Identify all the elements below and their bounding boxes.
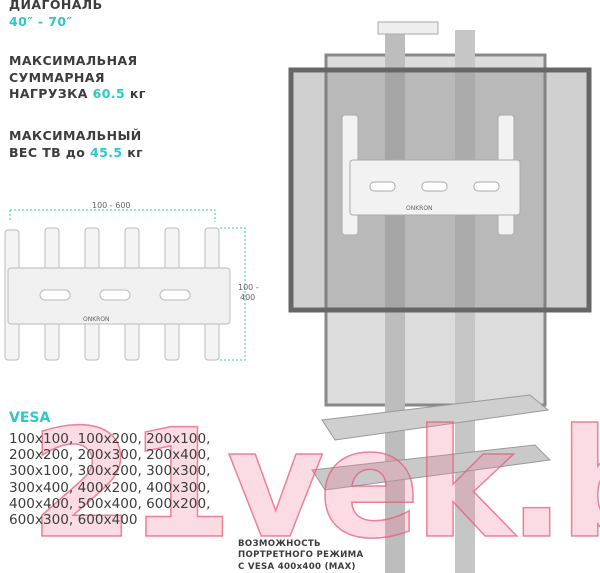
vesa-line: 100x100, 100x200, 200x100,	[9, 431, 211, 447]
tv-weight-unit: кг	[127, 145, 144, 160]
vesa-line: 600x300, 600x400	[9, 512, 138, 529]
vesa-line: 200x200, 200x300, 200x400,	[9, 447, 211, 464]
total-load-unit: кг	[129, 86, 146, 101]
landscape-tv	[288, 67, 592, 313]
diagonal-value: 40″ - 70″	[9, 14, 73, 29]
vesa-line: 300x100, 300x200, 300x300,	[9, 463, 211, 480]
vesa-line: 400x400, 500x400, 600x200,	[9, 495, 211, 512]
bracket-diagram	[4, 209, 246, 361]
tv-weight-line1: МАКСИМАЛЬНЫЙ	[9, 128, 142, 143]
top-shelf	[377, 21, 439, 35]
total-load-label: НАГРУЗКА	[9, 86, 88, 101]
total-load-value: 60.5	[92, 86, 126, 101]
bracket-height-range-top: 100 -	[238, 283, 259, 292]
shelf-lower	[311, 444, 552, 491]
mount-logo: ONKRON	[406, 205, 433, 212]
caption-line: ПОРТРЕТНОГО РЕЖИМА	[238, 550, 364, 561]
portrait-caption: ВОЗМОЖНОСТЬ ПОРТРЕТНОГО РЕЖИМА С VESA 40…	[238, 539, 363, 573]
bracket-width-range: 100 - 600	[92, 201, 131, 210]
vesa-list: 100x100, 100x200, 200x100, 200x200, 200x…	[9, 431, 210, 528]
bracket-height-range-bottom: 400	[240, 293, 256, 302]
shelf-upper	[321, 394, 550, 441]
tv-weight-value: 45.5	[90, 145, 123, 160]
total-load-line3: НАГРУЗКА 60.5 кг	[9, 86, 146, 102]
caption-line: С VESA 400x400 (MAX)	[238, 561, 356, 572]
tv-mount	[341, 114, 521, 236]
total-load-line2: СУММАРНАЯ	[9, 70, 105, 85]
tv-weight-line2: ВЕС ТВ до 45.5 кг	[9, 145, 143, 161]
caption-line: ВОЗМОЖНОСТЬ	[238, 539, 321, 549]
vesa-line: 300x400, 400x200, 400x300,	[9, 479, 211, 496]
total-load-line1: МАКСИМАЛЬНАЯ	[9, 53, 138, 68]
diagonal-label: ДИАГОНАЛЬ	[9, 0, 103, 12]
tv-weight-label: ВЕС ТВ до	[9, 145, 86, 160]
vesa-title: VESA	[9, 410, 51, 426]
bracket-logo: ONKRON	[83, 316, 110, 323]
